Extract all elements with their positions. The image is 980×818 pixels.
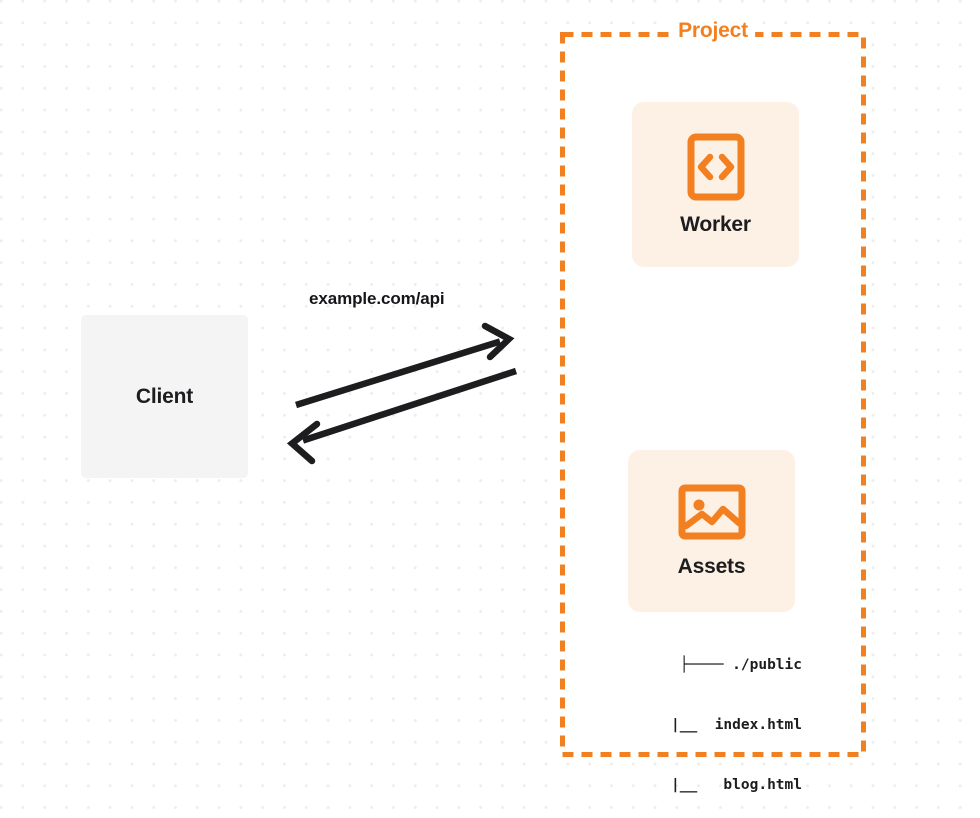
connection-label: example.com/api xyxy=(309,289,445,308)
file-tree-line: ├──── ./public xyxy=(679,657,802,673)
file-tree-line: |__ blog.html xyxy=(653,777,802,793)
code-brackets-icon xyxy=(687,133,744,200)
image-icon xyxy=(678,484,745,540)
client-node: Client xyxy=(81,315,248,478)
project-container: Project Worker Assets ├──── ./public |__… xyxy=(560,19,866,793)
client-label: Client xyxy=(135,384,194,408)
assets-card-label: Assets xyxy=(677,555,746,578)
project-title: Project xyxy=(671,19,755,43)
file-tree-line: |__ index.html xyxy=(653,717,802,733)
asset-file-tree: ├──── ./public |__ index.html |__ blog.h… xyxy=(600,615,802,818)
arrow-left-icon xyxy=(286,367,518,465)
worker-card[interactable]: Worker xyxy=(632,102,799,267)
worker-card-label: Worker xyxy=(680,212,751,236)
assets-card[interactable]: Assets xyxy=(628,450,795,612)
arrow-right-icon xyxy=(295,322,515,409)
